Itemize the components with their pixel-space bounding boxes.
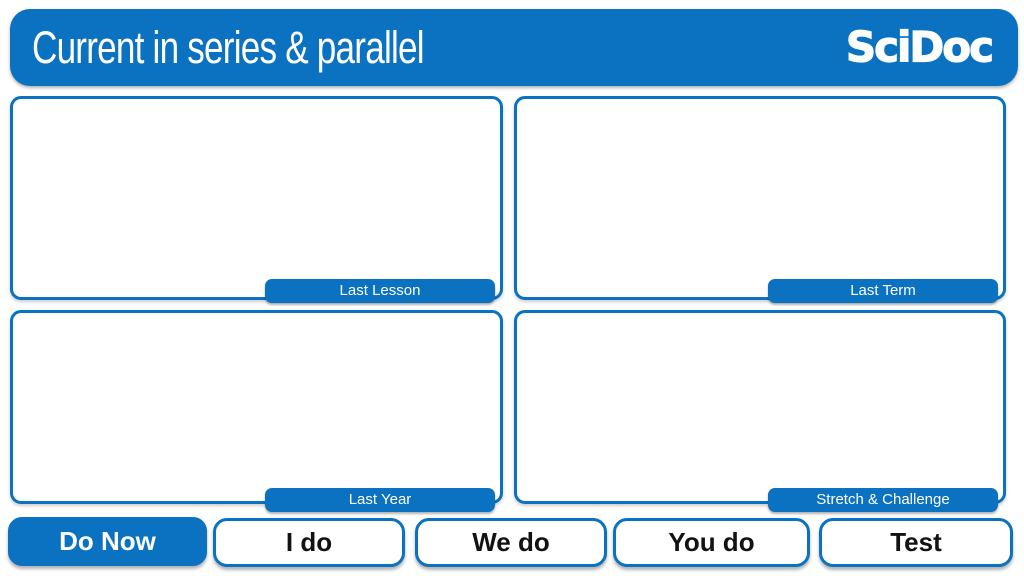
last-year-label: Last Year <box>265 488 495 512</box>
scidoc-logo: SciDoc <box>845 21 994 72</box>
slide-title: Current in series & parallel <box>32 21 425 73</box>
title-bar: Current in series & parallel SciDoc <box>10 9 1018 86</box>
tab-test[interactable]: Test <box>819 518 1013 567</box>
last-term-box: Last Term <box>514 96 1006 303</box>
last-lesson-box: Last Lesson <box>10 96 503 303</box>
tab-i-do[interactable]: I do <box>213 518 405 567</box>
tab-you-do[interactable]: You do <box>613 518 810 567</box>
stretch-challenge-box: Stretch & Challenge <box>514 310 1006 512</box>
stretch-challenge-label: Stretch & Challenge <box>768 488 998 512</box>
tab-we-do[interactable]: We do <box>415 518 607 567</box>
last-year-box: Last Year <box>10 310 503 512</box>
last-term-label: Last Term <box>768 279 998 303</box>
tab-do-now[interactable]: Do Now <box>8 517 207 566</box>
last-lesson-label: Last Lesson <box>265 279 495 303</box>
